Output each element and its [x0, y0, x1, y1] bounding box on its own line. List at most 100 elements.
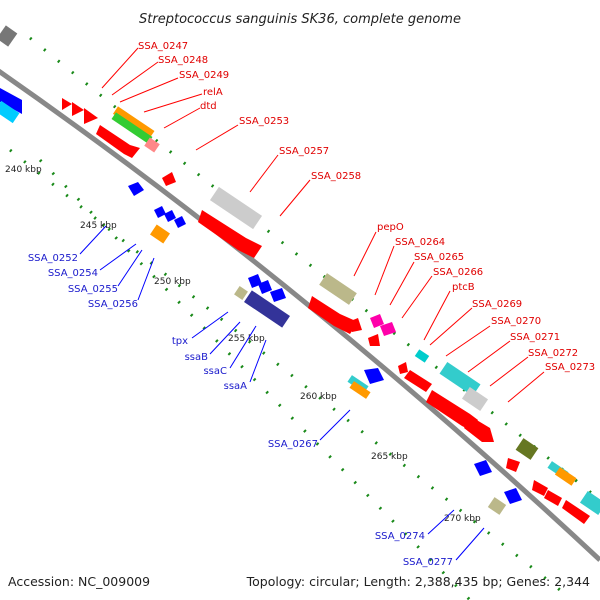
leader-ssa-0252 — [79, 225, 107, 255]
gene-label: SSA_0271 — [510, 332, 560, 343]
gene-label: SSA_0255 — [68, 284, 118, 295]
gene-label: SSA_0248 — [158, 55, 208, 66]
topology-text: Topology: circular; Length: 2,388,435 bp… — [246, 574, 590, 589]
leader-ssa-0254 — [99, 243, 137, 271]
gene-label: SSA_0269 — [472, 299, 522, 310]
gene-ssa-0257 — [209, 186, 263, 230]
leader-ssa-0265 — [389, 261, 415, 306]
leader-ssa-0255 — [117, 249, 143, 287]
leader-ssa-0269 — [429, 307, 473, 346]
kbp-label: 265 kbp — [371, 452, 408, 462]
gene-ssa-0272 — [426, 390, 478, 430]
leader-ssa-0256 — [137, 257, 155, 301]
gene-label: SSA_0270 — [491, 316, 541, 327]
leader-ssa-0271 — [467, 340, 511, 373]
gene-label: SSA_0267 — [268, 439, 318, 450]
leader-tpx — [191, 311, 229, 339]
leader-ssa-0248 — [111, 61, 159, 96]
gene-label: pepO — [377, 222, 404, 233]
gene-ssa-0277 — [487, 497, 507, 515]
leader-ssac — [229, 325, 257, 369]
gene-small-red-2 — [348, 318, 362, 332]
blue-gene-labels: SSA_0252 SSA_0254 SSA_0255 SSA_0256 tpx … — [28, 253, 453, 568]
gene-ssa-0255a — [164, 210, 176, 222]
gene-label: tpx — [172, 336, 188, 347]
gene-ssac-1 — [258, 280, 272, 294]
red-leaders — [101, 47, 545, 403]
gene-ssa-0266 — [380, 322, 396, 336]
gene-ssa-0273 — [464, 416, 494, 442]
gene-label: SSA_0273 — [545, 362, 595, 373]
leader-ssa-0272 — [489, 356, 529, 387]
gene-dtd-green — [111, 112, 153, 144]
tick-ring-inner — [38, 158, 472, 600]
gene-ssa-0249 — [84, 108, 98, 124]
leader-ssa-0274 — [427, 509, 455, 535]
gene-label: SSA_0274 — [375, 531, 425, 542]
kbp-label: 260 kbp — [300, 392, 337, 402]
leader-ssa-0249 — [119, 77, 179, 103]
gene-label: SSA_0249 — [179, 70, 229, 81]
reverse-genes — [0, 88, 522, 515]
leader-ssaa — [249, 339, 267, 383]
gene-label: SSA_0258 — [311, 171, 361, 182]
gene-label: SSA_0264 — [395, 237, 445, 248]
gene-orange-right — [554, 467, 577, 486]
map-title: Streptococcus sanguinis SK36, complete g… — [139, 12, 461, 27]
gene-pepo — [319, 273, 357, 305]
gene-ssa-0269 — [398, 362, 408, 374]
gene-ssa-0274 — [504, 488, 522, 504]
gene-ptcb — [414, 349, 430, 363]
red-gene-labels: SSA_0247 SSA_0248 SSA_0249 relA dtd SSA_… — [138, 41, 595, 373]
leader-ssab — [209, 321, 241, 355]
gene-ssa-0258 — [198, 210, 262, 258]
gene-ssaa — [244, 290, 290, 328]
gene-ssa-0267c — [349, 381, 371, 399]
kbp-labels: 240 kbp 245 kbp 250 kbp 255 kbp 260 kbp … — [5, 165, 481, 524]
gene-label: SSA_0266 — [433, 267, 483, 278]
kbp-label: 270 kbp — [444, 514, 481, 524]
gene-ssa-0248 — [72, 102, 84, 116]
gene-ssa-0247 — [62, 98, 72, 110]
gene-red-right-2 — [544, 490, 562, 506]
gene-label: SSA_0254 — [48, 268, 98, 279]
gene-label: ssaB — [185, 352, 209, 363]
gene-rela — [96, 125, 140, 158]
gene-ssac-2 — [270, 288, 286, 302]
leader-ssa-0273 — [507, 371, 545, 403]
gene-ssa-0264 — [308, 296, 358, 334]
leader-ssa-0266 — [401, 275, 433, 319]
leader-ssa-0258 — [279, 179, 311, 217]
gene-label: ssaA — [224, 381, 248, 392]
kbp-label: 240 kbp — [5, 165, 42, 175]
leader-ssa-0277 — [455, 527, 485, 561]
gene-ssa-0252 — [128, 182, 144, 196]
gene-small-red-3 — [368, 334, 380, 346]
kbp-label: 245 kbp — [80, 221, 117, 231]
gene-tpx — [234, 286, 248, 300]
gene-label: SSA_0256 — [88, 299, 138, 310]
gene-ssa-0256 — [150, 224, 170, 244]
gene-label: ptcB — [452, 282, 475, 293]
gene-label: dtd — [200, 101, 217, 112]
leader-ssa-0267 — [319, 409, 351, 441]
gene-label: SSA_0272 — [528, 348, 578, 359]
gene-label: SSA_0253 — [239, 116, 289, 127]
blue-leaders — [79, 225, 485, 561]
gene-label: SSA_0265 — [414, 252, 464, 263]
leader-ssa-0264 — [374, 245, 395, 296]
forward-genes — [0, 25, 600, 524]
kbp-label: 250 kbp — [154, 277, 191, 287]
kbp-label: 255 kbp — [228, 334, 265, 344]
gene-dtd-orange — [112, 106, 155, 139]
gene-label: relA — [203, 87, 223, 98]
leader-dtd — [163, 107, 201, 129]
gene-ssa-0270a — [404, 370, 432, 392]
gene-ssa-0255b — [174, 216, 186, 228]
gene-blue-mid — [474, 460, 492, 476]
gene-label: ssaC — [203, 366, 227, 377]
leader-pepo — [353, 231, 377, 277]
gene-blue-left-1 — [0, 88, 22, 114]
leader-ssa-0257 — [249, 154, 279, 193]
